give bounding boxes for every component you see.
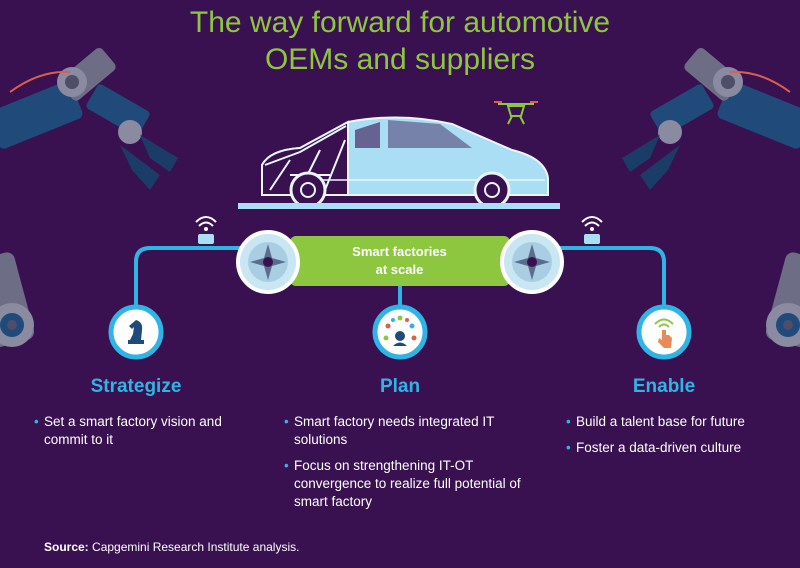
page-title: The way forward for automotive OEMs and …: [0, 4, 800, 78]
pillar-bullets-strategize: Set a smart factory vision and commit to…: [34, 413, 234, 457]
pillar-title-plan: Plan: [379, 376, 421, 397]
roller-left-icon: [236, 230, 300, 294]
bullet-item: Focus on strengthening IT-OT convergence…: [284, 457, 524, 511]
right-robot-arm-icon: [622, 47, 800, 190]
bullet-item: Set a smart factory vision and commit to…: [34, 413, 234, 449]
bullet-item: Foster a data-driven culture: [566, 439, 796, 457]
wifi-sensor-right-icon: [581, 216, 603, 244]
source-label: Source:: [44, 540, 89, 554]
right-robot-base-icon: [765, 252, 800, 348]
hub-banner: [290, 236, 510, 286]
source-note: Source: Capgemini Research Institute ana…: [44, 540, 299, 554]
source-text: Capgemini Research Institute analysis.: [88, 540, 300, 554]
pillar-title-enable: Enable: [632, 376, 696, 397]
bullet-item: Build a talent base for future: [566, 413, 796, 431]
wifi-sensor-left-icon: [195, 216, 217, 244]
chess-knight-icon: [108, 304, 164, 360]
hub-label-line-1: Smart factories: [352, 244, 447, 259]
roller-right-icon: [500, 230, 564, 294]
hub-label-line-2: at scale: [375, 262, 424, 277]
title-line-1: The way forward for automotive: [189, 6, 611, 39]
pillar-title-strategize: Strategize: [90, 376, 182, 397]
car-icon: [261, 116, 549, 209]
bullet-item: Smart factory needs integrated IT soluti…: [284, 413, 524, 449]
left-robot-arm-icon: [0, 47, 178, 190]
hub-label: Smart factories at scale: [298, 238, 501, 284]
touch-signal-icon: [636, 304, 692, 360]
network-person-icon: [372, 304, 428, 360]
connector-lines: [134, 246, 666, 308]
pillar-bullets-plan: Smart factory needs integrated IT soluti…: [284, 413, 524, 519]
left-robot-base-icon: [0, 252, 35, 348]
pillar-bullets-enable: Build a talent base for future Foster a …: [566, 413, 796, 465]
drone-icon: [494, 101, 538, 125]
title-line-2: OEMs and suppliers: [264, 43, 536, 76]
